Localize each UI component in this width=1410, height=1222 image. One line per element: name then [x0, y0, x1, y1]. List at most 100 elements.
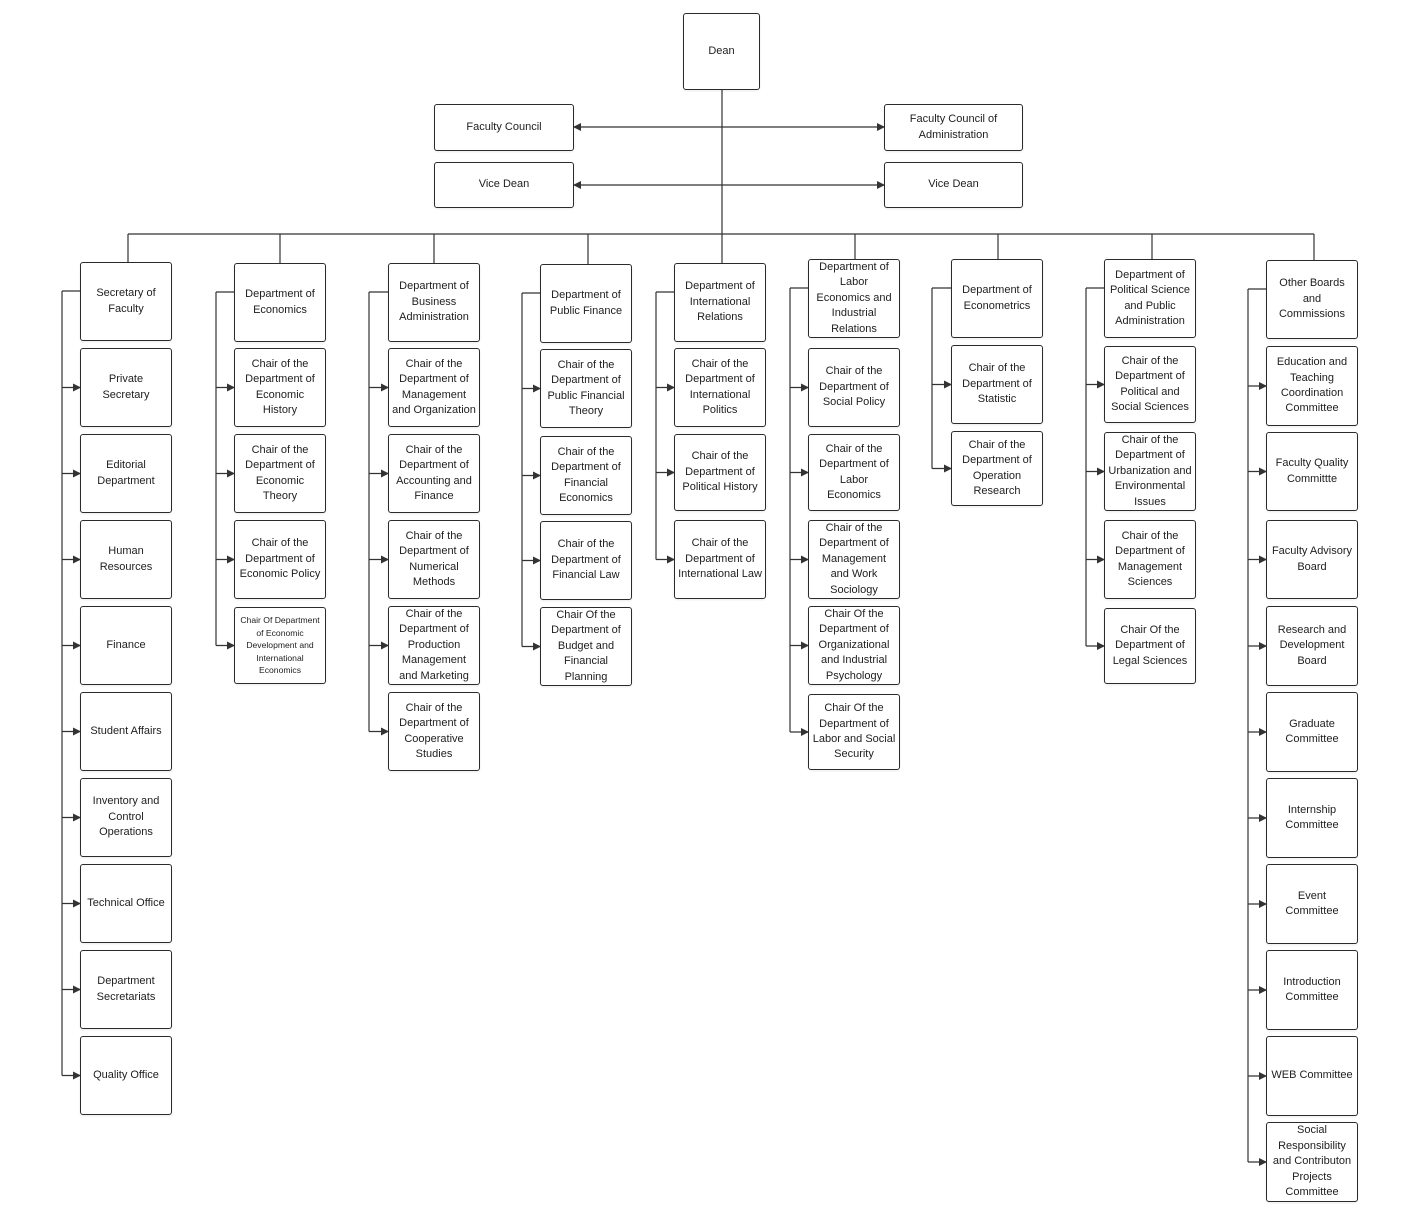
- box-chair-of-the-department-of-budget-and-financial-planning-label: Chair Of the Department of Budget and Fi…: [551, 608, 621, 683]
- box-faculty-quality-committte-label: Faculty Quality Committte: [1275, 457, 1349, 485]
- box-event-committee-label: Event Committee: [1285, 889, 1339, 917]
- box-chair-of-the-department-of-labor-and-social-security-label: Chair Of the Department of Labor and Soc…: [812, 702, 896, 761]
- box-education-and-teaching-coordination-committee: Education and Teaching Coordination Comm…: [1266, 346, 1358, 426]
- vice-dean-left-label: Vice Dean: [478, 178, 530, 191]
- box-finance: Finance: [80, 606, 172, 685]
- box-chair-of-the-department-of-legal-sciences: Chair Of the Department of Legal Science…: [1104, 608, 1196, 684]
- box-chair-of-the-department-of-economic-history: Chair of the Department of Economic Hist…: [234, 348, 326, 427]
- box-chair-of-the-department-of-financial-law: Chair of the Department of Financial Law: [540, 521, 632, 600]
- column-head-department-of-political-science-and-public-administration-label: Department of Political Science and Publ…: [1109, 268, 1191, 327]
- box-chair-of-the-department-of-urbanization-and-environmental-issues-label: Chair of the Department of Urbanization …: [1108, 433, 1192, 508]
- box-faculty-quality-committte: Faculty Quality Committte: [1266, 432, 1358, 511]
- box-graduate-committee-label: Graduate Committee: [1285, 717, 1339, 745]
- faculty-council-label: Faculty Council: [466, 120, 542, 133]
- box-social-responsibility-and-contributon-projects-committee-label: Social Responsibility and Contributon Pr…: [1272, 1124, 1352, 1199]
- box-technical-office-label: Technical Office: [87, 896, 165, 909]
- box-chair-of-the-department-of-accounting-and-finance: Chair of the Department of Accounting an…: [388, 434, 480, 513]
- box-chair-of-the-department-of-public-financial-theory-label: Chair of the Department of Public Financ…: [547, 358, 625, 417]
- box-chair-of-the-department-of-labor-and-social-security: Chair Of the Department of Labor and Soc…: [808, 694, 900, 770]
- box-chair-of-the-department-of-social-policy-label: Chair of the Department of Social Policy: [819, 365, 889, 409]
- dean-label: Dean: [708, 44, 735, 57]
- column-head-department-of-public-finance: Department of Public Finance: [540, 264, 632, 343]
- box-chair-of-the-department-of-international-law: Chair of the Department of International…: [674, 520, 766, 599]
- box-chair-of-the-department-of-political-and-social-sciences: Chair of the Department of Political and…: [1104, 346, 1196, 423]
- box-department-secretariats-label: Department Secretariats: [96, 975, 156, 1003]
- box-faculty-advisory-board-label: Faculty Advisory Board: [1271, 545, 1353, 573]
- column-head-department-of-labor-economics-and-industrial-relations: Department of Labor Economics and Indust…: [808, 259, 900, 338]
- column-head-other-boards-and-commissions: Other Boards and Commissions: [1266, 260, 1358, 339]
- box-chair-of-the-department-of-production-management-and-marketing-label: Chair of the Department of Production Ma…: [399, 607, 469, 682]
- column-head-department-of-economics-label: Department of Economics: [245, 288, 315, 316]
- column-head-other-boards-and-commissions-label: Other Boards and Commissions: [1278, 277, 1345, 321]
- box-chair-of-the-department-of-labor-economics: Chair of the Department of Labor Economi…: [808, 434, 900, 511]
- box-web-committee: WEB Committee: [1266, 1036, 1358, 1116]
- box-chair-of-the-department-of-international-law-label: Chair of the Department of International…: [678, 537, 762, 581]
- box-quality-office: Quality Office: [80, 1036, 172, 1115]
- box-chair-of-the-department-of-social-policy: Chair of the Department of Social Policy: [808, 348, 900, 427]
- box-chair-of-department-of-economic-development-and-international-economics-label: Chair Of Department of Economic Developm…: [240, 615, 320, 676]
- box-finance-label: Finance: [106, 638, 146, 651]
- box-chair-of-the-department-of-labor-economics-label: Chair of the Department of Labor Economi…: [819, 442, 889, 501]
- box-internship-committee: Internship Committee: [1266, 778, 1358, 858]
- column-head-department-of-international-relations-label: Department of International Relations: [685, 280, 755, 324]
- column-head-department-of-public-finance-label: Department of Public Finance: [549, 289, 623, 317]
- column-head-secretary-of-faculty-label: Secretary of Faculty: [96, 287, 156, 315]
- box-chair-of-the-department-of-economic-history-label: Chair of the Department of Economic Hist…: [245, 357, 315, 416]
- vice-dean-right-box: Vice Dean: [884, 162, 1023, 208]
- box-research-and-development-board-label: Research and Development Board: [1277, 623, 1347, 667]
- box-web-committee-label: WEB Committee: [1271, 1069, 1353, 1082]
- box-chair-of-the-department-of-legal-sciences-label: Chair Of the Department of Legal Science…: [1112, 623, 1188, 667]
- box-inventory-and-control-operations-label: Inventory and Control Operations: [92, 795, 160, 839]
- box-chair-of-the-department-of-budget-and-financial-planning: Chair Of the Department of Budget and Fi…: [540, 607, 632, 686]
- box-chair-of-the-department-of-economic-policy-label: Chair of the Department of Economic Poli…: [239, 537, 321, 581]
- box-editorial-department: Editorial Department: [80, 434, 172, 513]
- box-research-and-development-board: Research and Development Board: [1266, 606, 1358, 686]
- box-education-and-teaching-coordination-committee-label: Education and Teaching Coordination Comm…: [1276, 356, 1348, 415]
- box-chair-of-the-department-of-statistic-label: Chair of the Department of Statistic: [962, 362, 1032, 406]
- box-inventory-and-control-operations: Inventory and Control Operations: [80, 778, 172, 857]
- box-chair-of-the-department-of-cooperative-studies-label: Chair of the Department of Cooperative S…: [399, 701, 469, 760]
- box-graduate-committee: Graduate Committee: [1266, 692, 1358, 772]
- box-chair-of-the-department-of-accounting-and-finance-label: Chair of the Department of Accounting an…: [396, 443, 472, 502]
- box-chair-of-the-department-of-financial-economics-label: Chair of the Department of Financial Eco…: [551, 445, 621, 504]
- box-chair-of-the-department-of-financial-economics: Chair of the Department of Financial Eco…: [540, 436, 632, 515]
- box-chair-of-the-department-of-economic-theory-label: Chair of the Department of Economic Theo…: [245, 443, 315, 502]
- box-department-secretariats: Department Secretariats: [80, 950, 172, 1029]
- box-student-affairs-label: Student Affairs: [90, 724, 162, 737]
- box-chair-of-the-department-of-organizational-and-industrial-psychology: Chair Of the Department of Organizationa…: [808, 606, 900, 685]
- box-chair-of-the-department-of-political-and-social-sciences-label: Chair of the Department of Political and…: [1111, 354, 1189, 413]
- column-head-department-of-economics: Department of Economics: [234, 263, 326, 342]
- column-head-department-of-labor-economics-and-industrial-relations-label: Department of Labor Economics and Indust…: [816, 260, 892, 335]
- box-chair-of-the-department-of-management-sciences: Chair of the Department of Management Sc…: [1104, 520, 1196, 599]
- box-introduction-committee-label: Introduction Committee: [1283, 975, 1341, 1003]
- box-chair-of-the-department-of-operation-research: Chair of the Department of Operation Res…: [951, 431, 1043, 506]
- box-editorial-department-label: Editorial Department: [97, 459, 155, 487]
- box-chair-of-the-department-of-numerical-methods: Chair of the Department of Numerical Met…: [388, 520, 480, 599]
- box-chair-of-the-department-of-international-politics: Chair of the Department of International…: [674, 348, 766, 427]
- box-chair-of-the-department-of-management-and-work-sociology-label: Chair of the Department of Management an…: [819, 521, 889, 596]
- dean-box: Dean: [683, 13, 760, 90]
- box-chair-of-the-department-of-urbanization-and-environmental-issues: Chair of the Department of Urbanization …: [1104, 432, 1196, 511]
- box-chair-of-the-department-of-management-and-work-sociology: Chair of the Department of Management an…: [808, 520, 900, 599]
- faculty-council-box: Faculty Council: [434, 104, 574, 151]
- column-head-department-of-econometrics-label: Department of Econometrics: [962, 284, 1032, 312]
- column-head-secretary-of-faculty: Secretary of Faculty: [80, 262, 172, 341]
- box-chair-of-the-department-of-political-history: Chair of the Department of Political His…: [674, 434, 766, 511]
- column-head-department-of-econometrics: Department of Econometrics: [951, 259, 1043, 338]
- box-faculty-advisory-board: Faculty Advisory Board: [1266, 520, 1358, 599]
- box-chair-of-the-department-of-economic-theory: Chair of the Department of Economic Theo…: [234, 434, 326, 513]
- box-chair-of-the-department-of-organizational-and-industrial-psychology-label: Chair Of the Department of Organizationa…: [818, 607, 890, 682]
- box-private-secretary-label: Private Secretary: [102, 373, 150, 401]
- box-chair-of-the-department-of-public-financial-theory: Chair of the Department of Public Financ…: [540, 349, 632, 428]
- box-private-secretary: Private Secretary: [80, 348, 172, 427]
- box-chair-of-the-department-of-international-politics-label: Chair of the Department of International…: [685, 357, 755, 416]
- box-human-resources-label: Human Resources: [99, 545, 153, 573]
- vice-dean-right-label: Vice Dean: [928, 178, 979, 191]
- box-chair-of-the-department-of-operation-research-label: Chair of the Department of Operation Res…: [962, 438, 1032, 497]
- box-chair-of-the-department-of-management-sciences-label: Chair of the Department of Management Sc…: [1115, 529, 1185, 588]
- box-chair-of-the-department-of-political-history-label: Chair of the Department of Political His…: [682, 450, 758, 494]
- vice-dean-left-box: Vice Dean: [434, 162, 574, 208]
- box-chair-of-the-department-of-statistic: Chair of the Department of Statistic: [951, 345, 1043, 424]
